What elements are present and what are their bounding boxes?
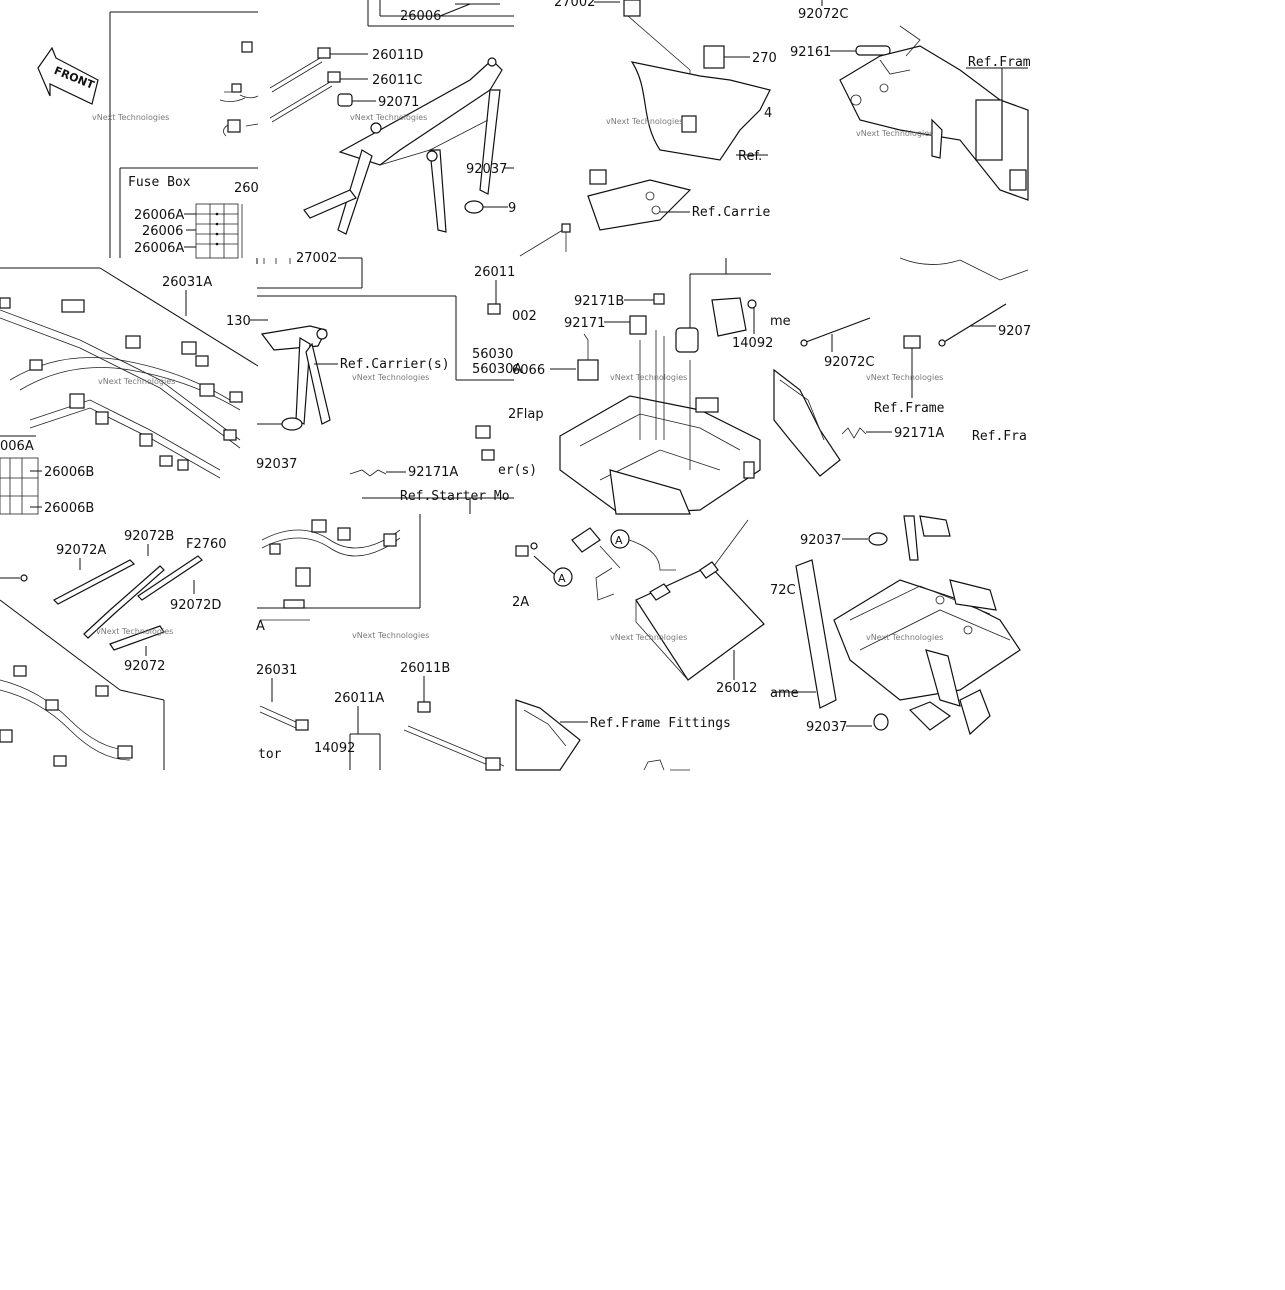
callout-ref-carrie: Ref.Carrie xyxy=(692,205,770,220)
tile-carrier-relay: 27002 270 4 Ref. Ref.Carrie vNext Techno… xyxy=(519,0,777,257)
callout-92037-carrier: 92037 xyxy=(256,457,297,472)
callout-27002-mid: 27002 xyxy=(296,251,337,266)
callout-ref-frame-mid: Ref.Frame xyxy=(874,401,945,416)
callout-26006-fuse: 26006 xyxy=(142,224,183,239)
callout-26011B: 26011B xyxy=(400,661,450,676)
callout-92171: 92171 xyxy=(564,316,605,331)
callout-2flap: 2Flap xyxy=(508,407,544,422)
callout-ref-starter: Ref.Starter Mo xyxy=(400,489,510,504)
callout-56030: 56030 xyxy=(472,347,513,362)
callout-ame: ame xyxy=(770,686,799,701)
callout-26031: 26031 xyxy=(256,663,297,678)
callout-26011: 26011 xyxy=(474,265,515,280)
callout-270: 270 xyxy=(752,51,777,66)
callout-002: 002 xyxy=(512,309,537,324)
callout-92037-bottom-right: 92037 xyxy=(806,720,847,735)
front-arrow-icon: FRONT xyxy=(37,46,99,105)
tile-tie-bands: 92072C 9207 Ref.Frame 92171A Ref.Fra vNe… xyxy=(773,257,1031,477)
tile-fuse-box: FRONT Fuse Box 260 26006A 26006 26006A v… xyxy=(37,11,259,259)
callout-ref-frame-fittings: Ref.Frame Fittings xyxy=(590,716,731,731)
callout-92171A-right: 92171A xyxy=(894,426,944,441)
watermark: vNext Technologies xyxy=(92,113,169,122)
watermark: vNext Technologies xyxy=(352,373,429,382)
tile-battery: 2A A A 26012 Ref.Frame Fittings vNext Te… xyxy=(512,519,765,771)
tile-frame-harness: 26006 26011D 26011C 92071 92037 9 vNext … xyxy=(269,0,516,235)
callout-9: 9 xyxy=(508,201,516,216)
callout-tor: tor xyxy=(258,747,282,762)
callout-2A: 2A xyxy=(512,595,529,610)
callout-26006B-b: 26006B xyxy=(44,501,94,516)
callout-A-left: A xyxy=(558,572,566,585)
callout-27002-top: 27002 xyxy=(554,0,595,10)
callout-260: 260 xyxy=(234,181,259,196)
watermark: vNext Technologies xyxy=(610,633,687,642)
fuse-box-label: Fuse Box xyxy=(128,175,191,190)
callout-130: 130 xyxy=(226,314,251,329)
tile-carrier-side: 27002 130 Ref.Carrier(s) 92037 92171A 26… xyxy=(226,251,544,514)
watermark: vNext Technologies xyxy=(352,631,429,640)
watermark: vNext Technologies xyxy=(98,377,175,386)
callout-56030A: 56030A xyxy=(472,362,522,377)
watermark: vNext Technologies xyxy=(606,117,683,126)
callout-92171A-mid: 92171A xyxy=(408,465,458,480)
callout-ref-fram: Ref.Fram xyxy=(968,55,1031,70)
callout-A-sub: A xyxy=(256,619,265,634)
callout-92072C-mid: 92072C xyxy=(824,355,874,370)
callout-26006-top: 26006 xyxy=(400,9,441,24)
watermark: vNext Technologies xyxy=(866,373,943,382)
callout-92072: 92072 xyxy=(124,659,165,674)
watermark: vNext Technologies xyxy=(610,373,687,382)
callout-26011C: 26011C xyxy=(372,73,422,88)
callout-14092-mid: 14092 xyxy=(732,336,773,351)
callout-ref-carriers: Ref.Carrier(s) xyxy=(340,357,450,372)
callout-26011D: 26011D xyxy=(372,48,423,63)
callout-92072A: 92072A xyxy=(56,543,106,558)
tile-frame-top: 92072C 92161 Ref.Fram vNext Technologies xyxy=(790,0,1031,201)
callout-F2760: F2760 xyxy=(186,537,227,552)
callout-92072D: 92072D xyxy=(170,598,221,613)
tile-sub-harness: A 26031 tor 26011B 26011A 14092 vNext Te… xyxy=(256,514,505,771)
callout-ers: er(s) xyxy=(498,463,537,478)
callout-26006A-top: 26006A xyxy=(134,208,184,223)
callout-92171B: 92171B xyxy=(574,294,624,309)
callout-92071: 92071 xyxy=(378,95,419,110)
watermark: vNext Technologies xyxy=(856,129,933,138)
callout-72C: 72C xyxy=(770,583,796,598)
callout-ref-fra: Ref.Fra xyxy=(972,429,1027,444)
callout-14092-sub: 14092 xyxy=(314,741,355,756)
callout-26006A-bottom: 26006A xyxy=(134,241,184,256)
callout-26011A: 26011A xyxy=(334,691,384,706)
watermark: vNext Technologies xyxy=(350,113,427,122)
callout-92037-frame: 92037 xyxy=(466,162,507,177)
callout-me: me xyxy=(770,314,791,329)
callout-006A: 006A xyxy=(0,439,34,454)
callout-ref-partial: Ref. xyxy=(738,149,762,164)
callout-92161: 92161 xyxy=(790,45,831,60)
callout-92072B: 92072B xyxy=(124,529,174,544)
callout-9207: 9207 xyxy=(998,324,1031,339)
callout-92072C-top: 92072C xyxy=(798,7,848,22)
tile-bands-harness: 92072A 92072B F2760 92072D 92072 vNext T… xyxy=(0,529,227,770)
callout-92037-top-right: 92037 xyxy=(800,533,841,548)
tile-frame-bottom: 92037 72C ame 92037 vNext Technologies xyxy=(770,515,1021,736)
callout-4: 4 xyxy=(764,106,772,121)
callout-26006B-a: 26006B xyxy=(44,465,94,480)
tile-battery-box: 92171B 92171 6066 14092 me vNext Technol… xyxy=(512,258,791,515)
watermark: vNext Technologies xyxy=(96,627,173,636)
callout-26031A: 26031A xyxy=(162,275,212,290)
callout-26012: 26012 xyxy=(716,681,757,696)
tile-main-harness: 26031A 006A 26006B 26006B vNext Technolo… xyxy=(0,267,259,516)
callout-A-right: A xyxy=(615,534,623,547)
callout-6066: 6066 xyxy=(512,363,545,378)
watermark: vNext Technologies xyxy=(866,633,943,642)
